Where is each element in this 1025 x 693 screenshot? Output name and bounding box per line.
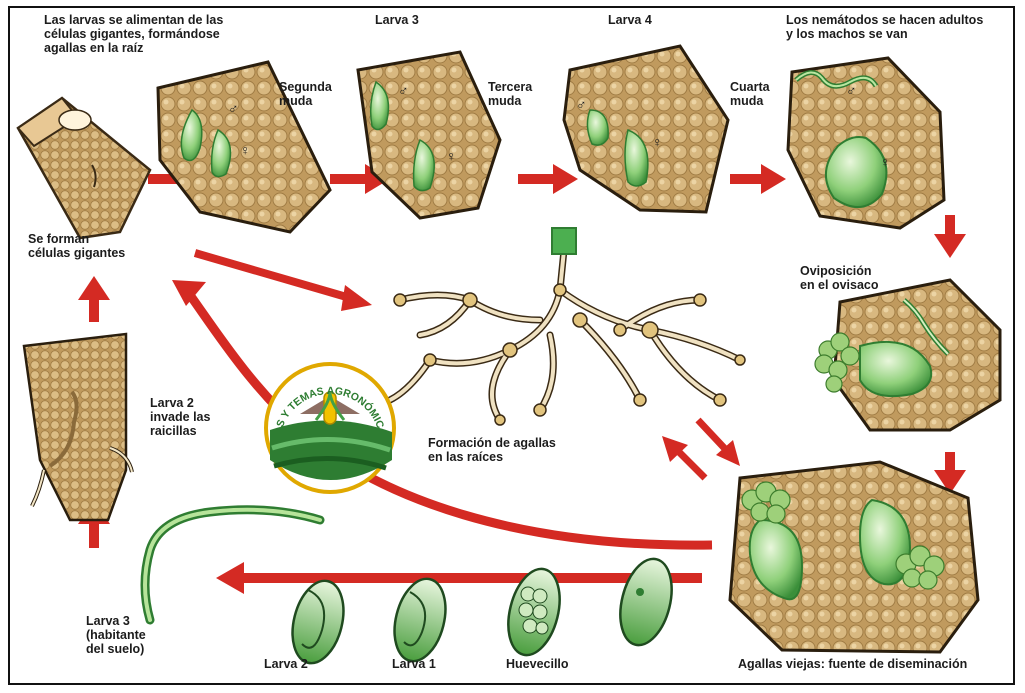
label-third-molt: Tercera muda <box>488 80 532 108</box>
female-symbol-3: ♀ <box>652 134 663 150</box>
male-symbol-4: ♂ <box>846 82 857 98</box>
label-old-galls: Agallas viejas: fuente de diseminación <box>738 657 967 671</box>
female-symbol-1: ♀ <box>240 142 251 158</box>
root-system-galls <box>390 228 745 425</box>
root-segment-oviposition <box>815 280 1000 430</box>
label-larva3-soil: Larva 3 (habitante del suelo) <box>86 614 146 656</box>
label-fourth-molt: Cuarta muda <box>730 80 770 108</box>
female-symbol-2: ♀ <box>446 148 457 164</box>
arrow-down-1 <box>934 215 966 258</box>
worm-larva3-soil <box>145 510 320 620</box>
female-symbol-4: ♀ <box>880 154 891 170</box>
root-tip-cut <box>18 98 150 238</box>
root-segment-old-galls <box>730 462 978 652</box>
label-larva2-bottom: Larva 2 <box>264 657 308 671</box>
arrow-right-4 <box>730 164 786 194</box>
label-second-molt: Segunda muda <box>279 80 332 108</box>
arrow-diagonal-to-galls <box>195 253 372 311</box>
label-egg: Huevecillo <box>506 657 569 671</box>
label-larva4-top: Larva 4 <box>608 13 652 27</box>
label-gall-formation: Formación de agallas en las raíces <box>428 436 556 464</box>
arrow-up-1 <box>78 276 110 322</box>
arrow-to-old-galls <box>698 420 740 466</box>
arrow-from-old-galls <box>662 436 705 478</box>
label-larva1-bottom: Larva 1 <box>392 657 436 671</box>
label-adults: Los nemátodos se hacen adultos y los mac… <box>786 13 983 41</box>
label-larva2-invades: Larva 2 invade las raicillas <box>150 396 210 438</box>
egg-larva2 <box>285 575 352 668</box>
arrow-right-3 <box>518 164 578 194</box>
root-segment-4 <box>788 58 944 228</box>
label-oviposition: Oviposición en el ovisaco <box>800 264 879 292</box>
egg-huevecillo <box>612 554 680 651</box>
label-giant-cells: Se forman células gigantes <box>28 232 125 260</box>
root-segment-larva2 <box>24 334 132 520</box>
arrow-curved-return-head <box>172 280 206 306</box>
male-symbol-3: ♂ <box>576 96 587 112</box>
root-segment-3 <box>564 46 728 212</box>
label-larva3-top: Larva 3 <box>375 13 419 27</box>
root-segment-2 <box>358 52 500 218</box>
egg-stages <box>285 554 680 669</box>
egg-larva1 <box>387 573 454 666</box>
label-larvae-feed: Las larvas se alimentan de las células g… <box>44 13 223 55</box>
male-symbol-1: ♂ <box>228 100 239 116</box>
male-symbol-2: ♂ <box>398 82 409 98</box>
